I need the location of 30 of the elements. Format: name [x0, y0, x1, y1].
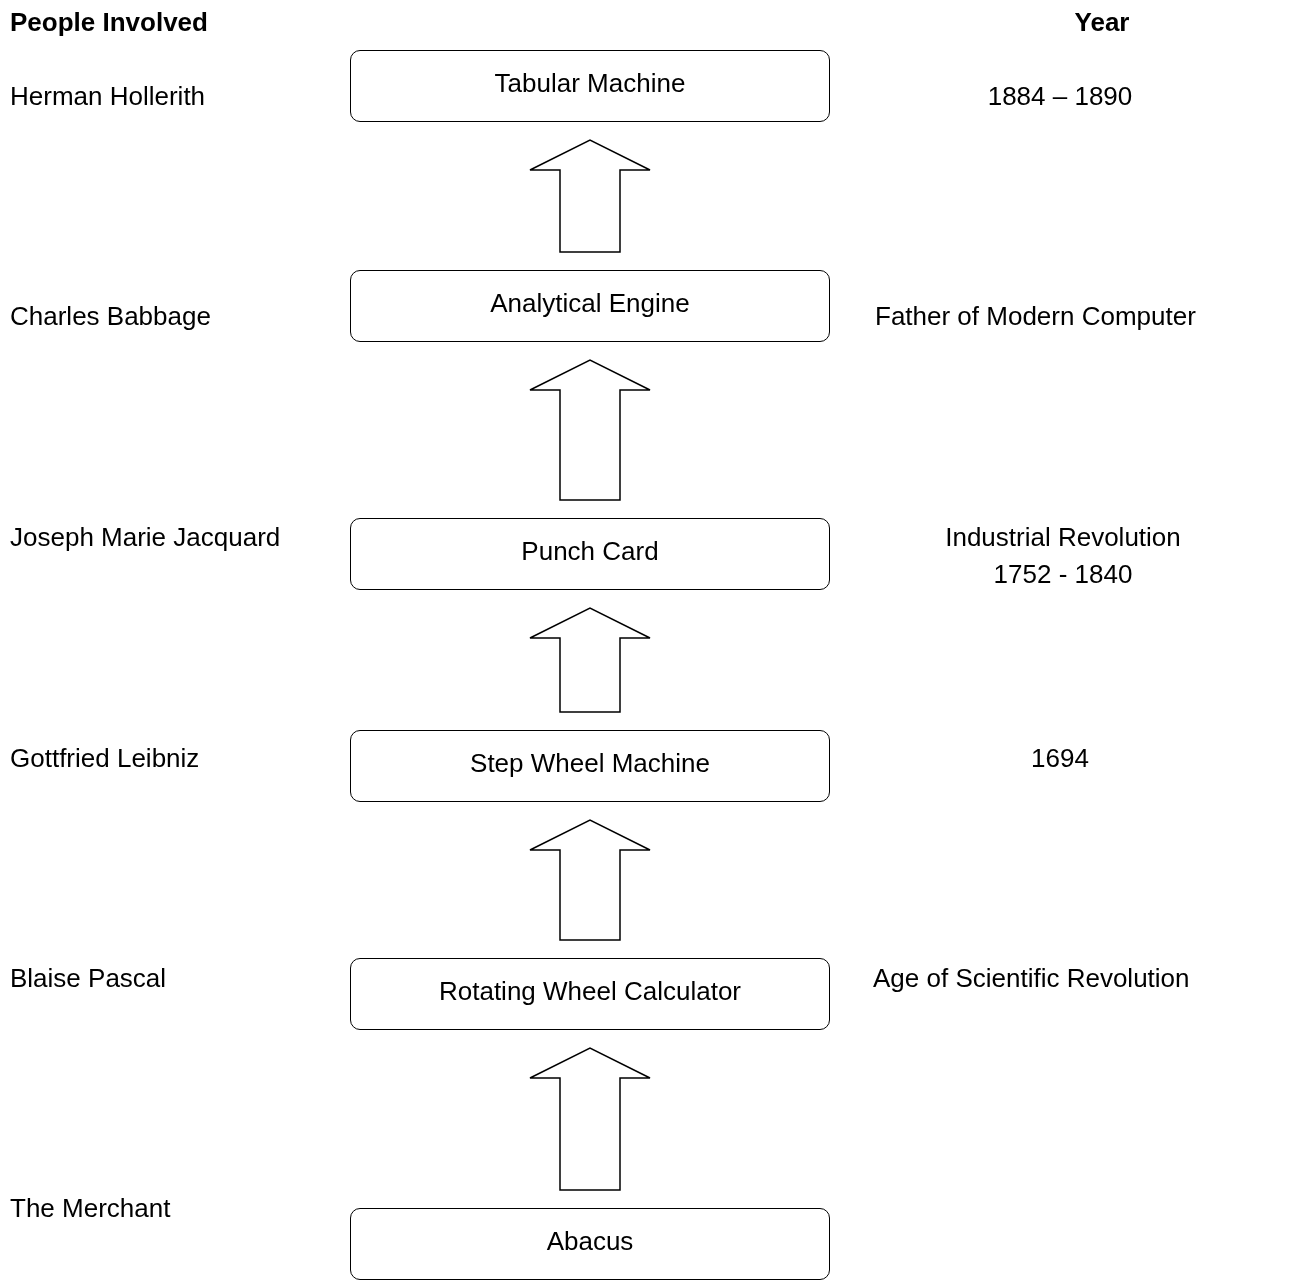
process-box [350, 730, 830, 802]
person-name: Gottfried Leibniz [10, 742, 200, 775]
process-box [350, 270, 830, 342]
person-name: The Merchant [10, 1192, 171, 1225]
box-label: Step Wheel Machine [470, 748, 710, 778]
column-heading: People Involved [10, 6, 208, 39]
era-label: Industrial Revolution 1752 - 1840 [944, 521, 1182, 591]
person-name: Herman Hollerith [10, 80, 206, 113]
process-box [350, 1208, 830, 1280]
person-name: Charles Babbage [10, 300, 211, 333]
person-name: Joseph Marie Jacquard [10, 521, 281, 554]
process-box [350, 50, 830, 122]
box-label: Punch Card [521, 536, 659, 566]
process-box [350, 518, 830, 590]
process-box [350, 958, 830, 1030]
person-name: Blaise Pascal [10, 962, 167, 995]
block-arrow [529, 819, 651, 941]
block-arrow [529, 139, 651, 253]
era-label: 1884 – 1890 [986, 80, 1134, 113]
box-label: Analytical Engine [490, 288, 690, 318]
box-label: Tabular Machine [494, 68, 686, 98]
era-label: 1694 [1030, 742, 1090, 775]
column-heading: Year [1073, 6, 1131, 39]
block-arrow [529, 607, 651, 713]
box-label: Rotating Wheel Calculator [438, 976, 741, 1006]
block-arrow [529, 359, 651, 501]
era-label: Age of Scientific Revolution [873, 962, 1190, 995]
box-label: Abacus [546, 1226, 634, 1256]
era-label: Father of Modern Computer [875, 300, 1196, 333]
block-arrow [529, 1047, 651, 1191]
